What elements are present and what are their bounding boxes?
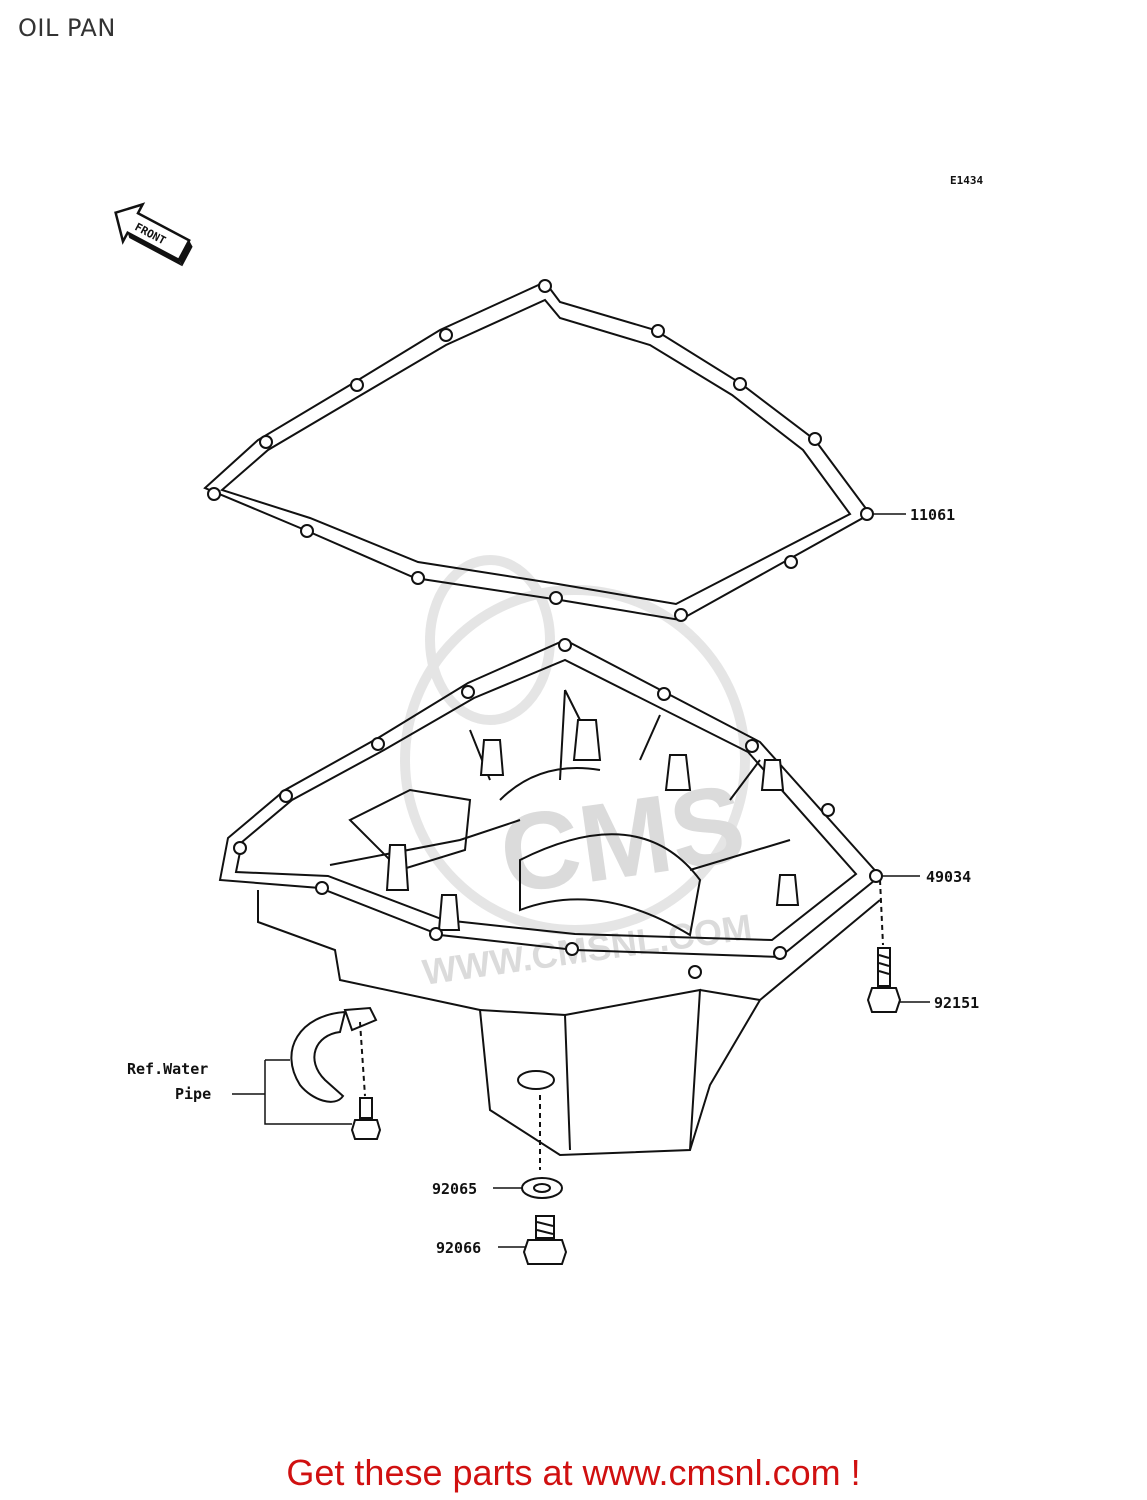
water-pipe-clamp <box>290 1006 382 1140</box>
ref-label-line1: Ref.Water <box>127 1060 208 1078</box>
bolt-92151 <box>866 879 902 1013</box>
watermark-url: WWW.CMSNL.COM <box>420 906 754 993</box>
gasket-11061 <box>203 279 874 622</box>
part-label-92151: 92151 <box>934 994 979 1012</box>
part-label-92066: 92066 <box>436 1239 481 1257</box>
footer-promo-link[interactable]: Get these parts at www.cmsnl.com ! <box>0 1452 1147 1494</box>
page-title: OIL PAN <box>18 14 116 42</box>
part-label-11061: 11061 <box>910 506 955 524</box>
oil-pan-49034 <box>218 638 883 1157</box>
exploded-parts-diagram: CMS WWW.CMSNL.COM E1434 FRONT <box>114 174 983 1265</box>
drain-plug-92066 <box>522 1215 568 1265</box>
figure-code: E1434 <box>950 174 983 187</box>
watermark-brand: CMS <box>493 761 752 917</box>
part-label-49034: 49034 <box>926 868 971 886</box>
washer-92065 <box>521 1177 563 1199</box>
footer-link-text[interactable]: Get these parts at www.cmsnl.com ! <box>286 1452 861 1493</box>
part-label-92065: 92065 <box>432 1180 477 1198</box>
front-arrow-icon: FRONT <box>114 202 193 267</box>
ref-label-line2: Pipe <box>175 1085 211 1103</box>
